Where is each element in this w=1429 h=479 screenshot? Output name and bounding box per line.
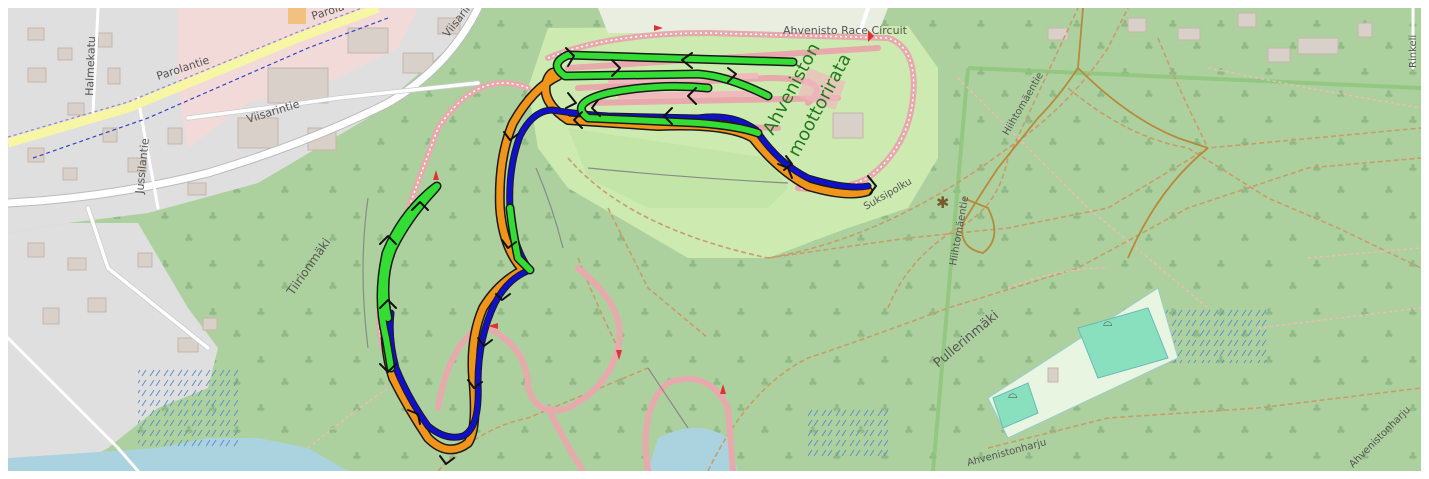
main-roads xyxy=(8,8,1415,471)
rail-path xyxy=(8,8,364,138)
label-halmekatu: Halmekatu xyxy=(83,36,98,96)
oneway-markers xyxy=(433,25,874,394)
label-race-circuit: Ahvenisto Race Circuit xyxy=(783,24,908,37)
bus-route xyxy=(32,17,389,159)
hiihtomaentie-road xyxy=(961,8,1209,259)
buildings xyxy=(27,12,1373,383)
lake xyxy=(8,438,348,471)
meadow-patch xyxy=(568,128,788,208)
park-boundary xyxy=(931,66,1421,471)
direction-arrows xyxy=(379,47,877,465)
open-area-north xyxy=(598,8,888,33)
parola-block xyxy=(288,8,306,24)
map-viewport[interactable]: ♣ ♣ xyxy=(8,8,1421,471)
map-canvas[interactable]: ♣ ♣ xyxy=(8,8,1421,471)
tracks-pink-dotted xyxy=(307,67,1421,449)
sports-pitch-small xyxy=(992,382,1039,429)
tower-icon: ⌓ xyxy=(1008,387,1018,401)
route-green[interactable] xyxy=(378,52,796,371)
marsh-area-south xyxy=(808,408,888,458)
circuit-road-centerlines xyxy=(378,32,915,349)
parolantie-road xyxy=(8,8,380,148)
pond xyxy=(648,428,738,471)
viewpoint-icon: ✱ xyxy=(936,193,949,212)
sports-pitch xyxy=(1077,307,1169,379)
residential-area-south xyxy=(8,223,218,471)
marsh-area xyxy=(138,368,238,448)
label-jussilantie: Jussilantie xyxy=(133,137,152,195)
tower-icon: ⌓ xyxy=(1103,315,1113,329)
footpaths xyxy=(437,8,1421,471)
label-rinkeli: Rinkeli xyxy=(1408,35,1419,68)
